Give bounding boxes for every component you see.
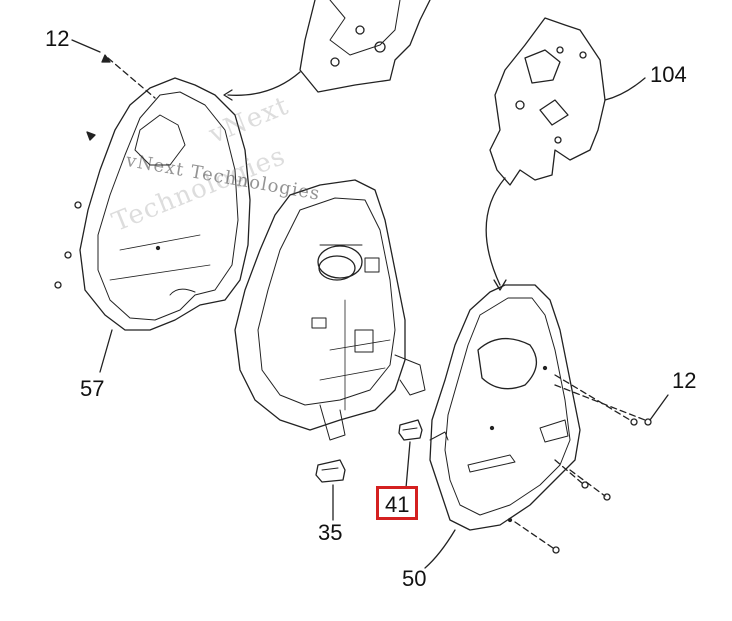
arrow-gasket-104 (485, 177, 506, 286)
dashed-12-top (107, 57, 156, 99)
clip-35 (315, 459, 346, 483)
callout-41: 41 (385, 492, 410, 517)
top-gasket-outline (299, 0, 431, 93)
leader-50 (424, 529, 456, 569)
leader-12-top (71, 39, 101, 53)
callout-35: 35 (318, 520, 343, 545)
leader-12-right (649, 394, 669, 421)
leader-57 (99, 329, 113, 373)
arrow-top-gasket (227, 71, 301, 96)
leader-41 (405, 441, 411, 489)
callout-50: 50 (402, 566, 427, 591)
highlight-box-41 (376, 486, 418, 520)
tank-body-outline (234, 179, 406, 431)
callout-104: 104 (650, 62, 687, 87)
screws-right (552, 418, 652, 554)
leader-104 (604, 77, 646, 101)
cover-50-outline (429, 284, 581, 531)
top-gasket-inner (329, 0, 401, 56)
callout-57: 57 (80, 376, 105, 401)
dashed-12-right (554, 374, 631, 421)
callout-12-right: 12 (672, 368, 697, 393)
clip-41 (398, 419, 423, 441)
callout-12-top: 12 (45, 26, 70, 51)
gasket-104-outline (489, 17, 606, 186)
cover-57-outline (79, 77, 251, 331)
screws-left (54, 54, 111, 289)
